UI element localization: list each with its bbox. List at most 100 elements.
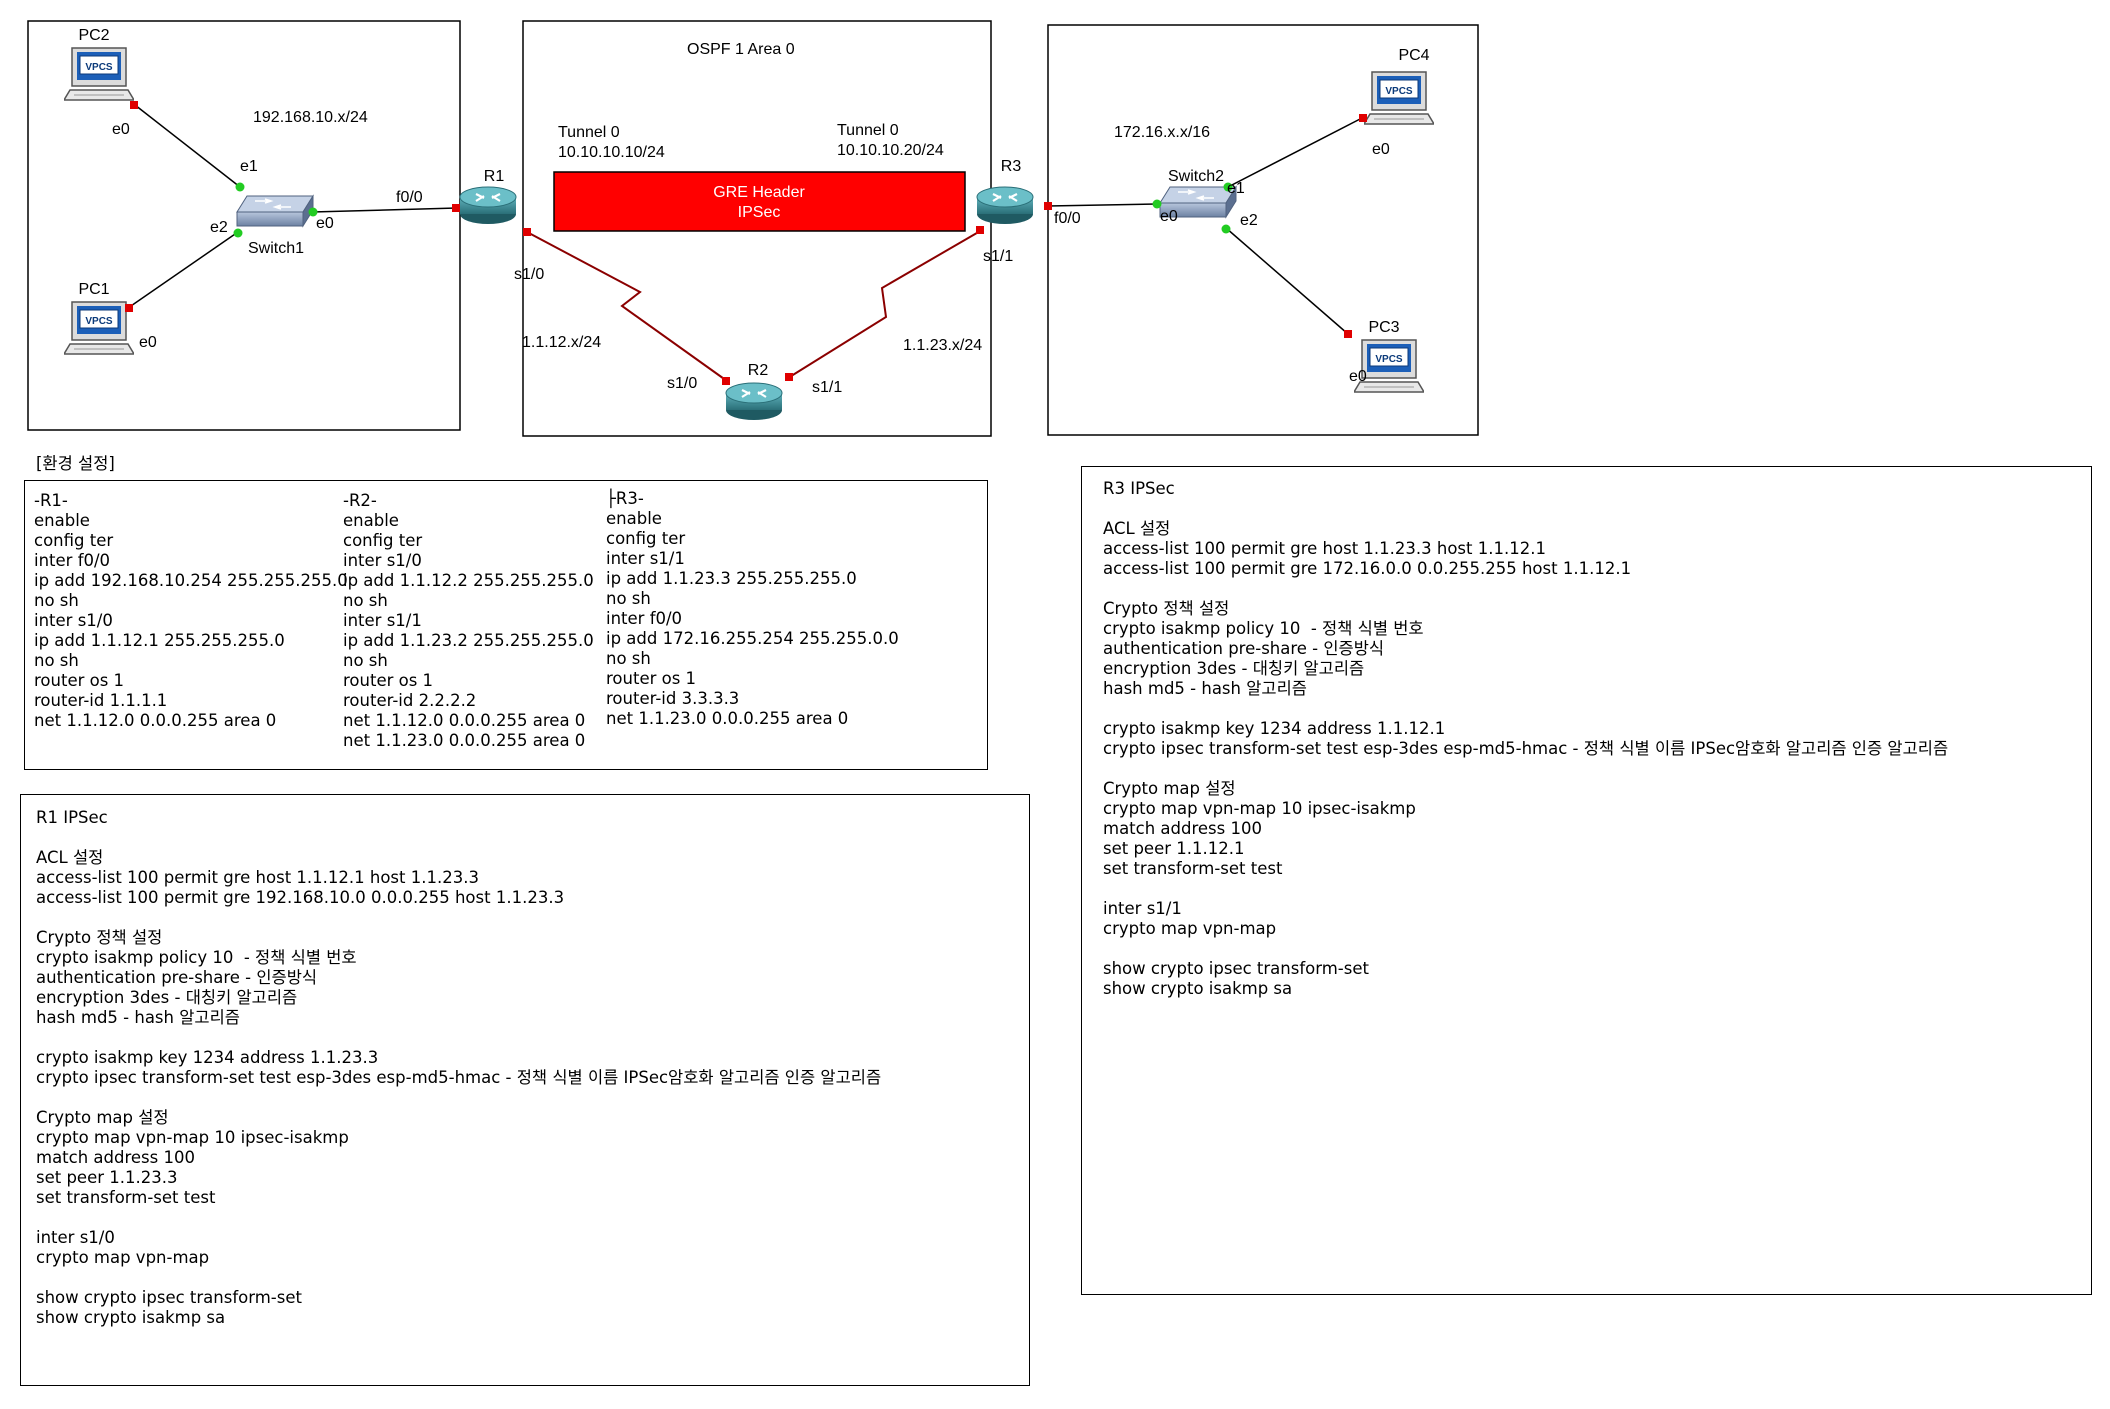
r1-ipsec-line: crypto isakmp policy 10 - 정책 식별 번호 xyxy=(36,948,357,967)
env-heading: [환경 설정] xyxy=(36,454,115,473)
r1-ipsec-line: authentication pre-share - 인증방식 xyxy=(36,968,318,987)
r3-ipsec-line: crypto isakmp key 1234 address 1.1.12.1 xyxy=(1103,719,1446,738)
r2-config-line: router-id 2.2.2.2 xyxy=(343,691,477,710)
tunnel-right-name: Tunnel 0 xyxy=(837,122,899,139)
link-switch2-pc3 xyxy=(1225,227,1349,335)
r3-ipsec-line: crypto isakmp policy 10 - 정책 식별 번호 xyxy=(1103,619,1424,638)
r3-ipsec-line: crypto ipsec transform-set test esp-3des… xyxy=(1103,739,1949,758)
r3-router-icon[interactable] xyxy=(975,185,1035,226)
r2-config-line: config ter xyxy=(343,531,423,550)
r1-config-line: config ter xyxy=(34,531,114,550)
r1-ipsec-line: inter s1/0 xyxy=(36,1228,115,1247)
link-switch2-pc4 xyxy=(1227,117,1363,188)
r3-config-line: config ter xyxy=(606,529,686,548)
r3-config-line: ip add 172.16.255.254 255.255.0.0 xyxy=(606,629,899,648)
r1-config-line: net 1.1.12.0 0.0.0.255 area 0 xyxy=(34,711,277,730)
r3-ipsec-line xyxy=(1103,879,1948,899)
r2-config-line: ip add 1.1.23.2 255.255.255.0 xyxy=(343,631,594,650)
r1-router-icon[interactable] xyxy=(458,185,518,226)
r1-config-line: inter s1/0 xyxy=(34,611,113,630)
pc2-icon[interactable] xyxy=(64,47,134,101)
switch1-e0-label: e0 xyxy=(316,215,334,232)
pc1-port-label: e0 xyxy=(139,334,157,351)
ipsec-label: IPSec xyxy=(738,204,781,221)
r2-s10-label: s1/0 xyxy=(667,375,697,392)
r2-s11-label: s1/1 xyxy=(812,379,842,396)
r2-config-line: inter s1/1 xyxy=(343,611,422,630)
r3-config-line: ├R3- xyxy=(606,489,644,508)
r1-config-line: inter f0/0 xyxy=(34,551,111,570)
r3-ipsec-line: crypto map vpn-map xyxy=(1103,919,1277,938)
r3-ipsec-line xyxy=(1103,759,1948,779)
pc1-label: PC1 xyxy=(78,281,109,298)
r1-config-line: ip add 1.1.12.1 255.255.255.0 xyxy=(34,631,285,650)
r1-ipsec-line: access-list 100 permit gre 192.168.10.0 … xyxy=(36,888,565,907)
r3-config-line: router-id 3.3.3.3 xyxy=(606,689,740,708)
tunnel-right-ip: 10.10.10.20/24 xyxy=(837,142,944,159)
r3-config-line: inter f0/0 xyxy=(606,609,683,628)
r3-ipsec-line: encryption 3des - 대칭키 알고리즘 xyxy=(1103,659,1365,678)
switch1-label: Switch1 xyxy=(248,240,304,257)
lan2-subnet-label: 172.16.x.x/16 xyxy=(1114,124,1210,141)
r1-ipsec-line: match address 100 xyxy=(36,1148,195,1167)
r1-ipsec-line xyxy=(36,908,881,928)
switch1-e1-label: e1 xyxy=(240,158,258,175)
r2-label: R2 xyxy=(748,362,769,379)
ospf-area-label: OSPF 1 Area 0 xyxy=(687,41,795,58)
switch1-e2-label: e2 xyxy=(210,219,228,236)
r1-ipsec-line: encryption 3des - 대칭키 알고리즘 xyxy=(36,988,298,1007)
r3-ipsec-line: set peer 1.1.12.1 xyxy=(1103,839,1245,858)
r2-config-line: inter s1/0 xyxy=(343,551,422,570)
r2-config-line: net 1.1.23.0 0.0.0.255 area 0 xyxy=(343,731,586,750)
lan1-subnet-label: 192.168.10.x/24 xyxy=(253,109,368,126)
link-r3-switch2 xyxy=(1047,203,1158,207)
r3-config-line: no sh xyxy=(606,649,651,668)
r1-ipsec-line xyxy=(36,1268,881,1288)
lan2-area xyxy=(1047,24,1479,436)
r1-label: R1 xyxy=(484,168,505,185)
r1-ipsec-line: crypto ipsec transform-set test esp-3des… xyxy=(36,1068,882,1087)
r3-ipsec-line: set transform-set test xyxy=(1103,859,1283,878)
link12-subnet-label: 1.1.12.x/24 xyxy=(522,334,601,351)
r3-ipsec-line: crypto map vpn-map 10 ipsec-isakmp xyxy=(1103,799,1416,818)
r1-ipsec-line xyxy=(36,1028,881,1048)
r1-ipsec-line: crypto map vpn-map 10 ipsec-isakmp xyxy=(36,1128,349,1147)
r1-config-line: no sh xyxy=(34,591,79,610)
lan1-area xyxy=(27,20,461,431)
r3-ipsec-line: access-list 100 permit gre 172.16.0.0 0.… xyxy=(1103,559,1632,578)
r3-ipsec-line xyxy=(1103,499,1948,519)
r1-config-line: no sh xyxy=(34,651,79,670)
switch2-e1-label: e1 xyxy=(1227,180,1245,197)
r3-config-line: net 1.1.23.0 0.0.0.255 area 0 xyxy=(606,709,849,728)
r3-config-line: no sh xyxy=(606,589,651,608)
r1-ipsec-line: crypto map vpn-map xyxy=(36,1248,210,1267)
switch2-e0-label: e0 xyxy=(1160,208,1178,225)
r3-config-line: inter s1/1 xyxy=(606,549,685,568)
r2-config-line: no sh xyxy=(343,651,388,670)
r2-router-icon[interactable] xyxy=(724,381,784,422)
link-switch1-r1 xyxy=(311,207,458,213)
tunnel-left-name: Tunnel 0 xyxy=(558,124,620,141)
gre-header-label: GRE Header xyxy=(713,184,805,201)
pc1-icon[interactable] xyxy=(64,301,134,355)
r1-ipsec-line xyxy=(36,1208,881,1228)
r2-config-line: -R2- xyxy=(343,491,377,510)
r3-ipsec-line: match address 100 xyxy=(1103,819,1262,838)
r3-ipsec-line: inter s1/1 xyxy=(1103,899,1182,918)
r3-ipsec-line xyxy=(1103,699,1948,719)
r1-ipsec-line: crypto isakmp key 1234 address 1.1.23.3 xyxy=(36,1048,379,1067)
pc4-icon[interactable] xyxy=(1364,71,1434,125)
switch1-icon[interactable] xyxy=(236,195,314,227)
pc2-label: PC2 xyxy=(78,27,109,44)
r1-ipsec-line: set peer 1.1.23.3 xyxy=(36,1168,178,1187)
pc4-label: PC4 xyxy=(1398,47,1429,64)
r1-ipsec-line: Crypto map 설정 xyxy=(36,1108,169,1127)
